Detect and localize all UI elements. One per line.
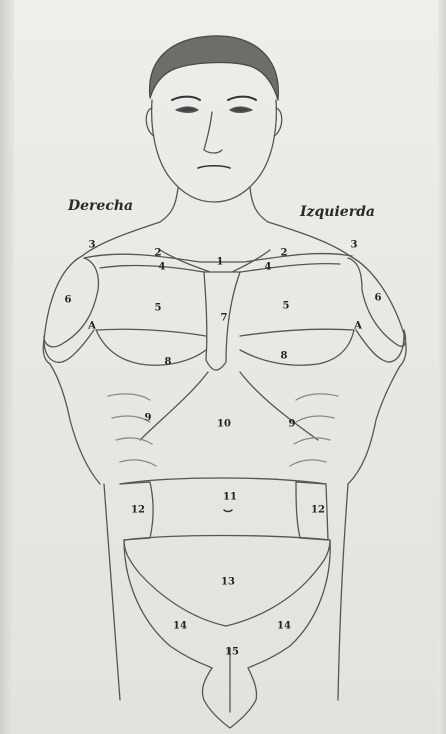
pectoral-left — [240, 329, 354, 365]
region-number: 5 — [155, 303, 162, 314]
region-number: 14 — [173, 621, 187, 632]
region-number: 11 — [223, 492, 237, 503]
region-number: 6 — [375, 293, 382, 304]
region-number: 9 — [289, 419, 296, 430]
region-number: 2 — [281, 248, 288, 259]
region-number: 10 — [217, 419, 231, 430]
label-izquierda: Izquierda — [300, 204, 375, 220]
region-number: 1 — [217, 257, 224, 268]
region-number: 7 — [221, 313, 228, 324]
face — [152, 100, 277, 202]
region-number: 15 — [225, 647, 239, 658]
hair — [150, 36, 279, 100]
region-number: 6 — [65, 295, 72, 306]
pectoral-right — [96, 329, 206, 365]
region-number: 4 — [265, 262, 272, 273]
region-number: 3 — [89, 240, 96, 251]
region-number: 4 — [159, 262, 166, 273]
region-number: 13 — [221, 577, 235, 588]
region-number: 12 — [311, 505, 325, 516]
region-number: 8 — [165, 357, 172, 368]
region-number: 3 — [351, 240, 358, 251]
region-number: 9 — [145, 413, 152, 424]
costal-arch — [140, 372, 318, 440]
region-number: 8 — [281, 351, 288, 362]
region-number: 5 — [283, 301, 290, 312]
region-number: A — [354, 321, 362, 332]
torso-outline — [43, 222, 406, 484]
region-number: A — [88, 321, 96, 332]
region-number: 2 — [155, 248, 162, 259]
region-number: 12 — [131, 505, 145, 516]
label-derecha: Derecha — [68, 198, 133, 214]
region-number: 14 — [277, 621, 291, 632]
